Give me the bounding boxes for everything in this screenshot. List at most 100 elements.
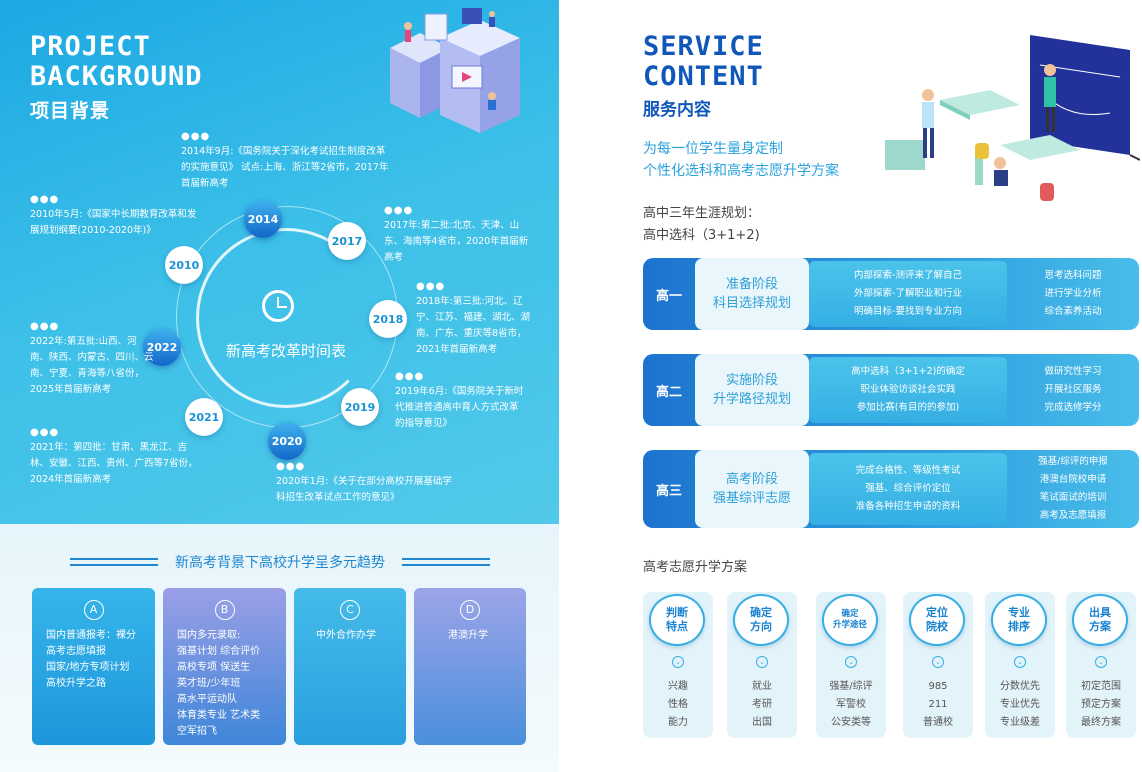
- stage-title: 高考阶段: [725, 472, 778, 487]
- task-line: 做研究性学习: [1044, 366, 1102, 377]
- step-head: 确定: [841, 609, 859, 619]
- trend-card-b: B 国内多元录取: 强基计划 综合评价 高校专项 保送生 英才班/少年班 高水平…: [163, 588, 286, 745]
- detail-line: 高中选科（3+1+2)的确定: [851, 366, 965, 377]
- year-node-2014: 2014: [244, 200, 282, 238]
- task-line: 港澳台院校申请: [1039, 474, 1107, 485]
- note-line: 2019年6月:《国务院关于新时: [395, 386, 524, 397]
- note-line: 2024年首届新高考: [30, 474, 112, 485]
- stage-detail: 高中选科（3+1+2)的确定 职业体验访谈社会实践 参加比赛(有目的的参加): [809, 357, 1007, 423]
- step-item: 985: [928, 681, 948, 692]
- volunteer-step-3: 确定升学途径 ⌄ 强基/综评军警校公安类等: [816, 592, 886, 738]
- chevron-down-icon: ⌄: [1014, 656, 1026, 668]
- stage-detail: 内部探索-测评来了解自己 外部探索-了解职业和行业 明确目标-要找到专业方向: [809, 261, 1007, 327]
- note-line: 首届新高考: [181, 178, 229, 189]
- chevron-down-icon: ⌄: [1095, 656, 1107, 668]
- step-item: 就业: [752, 681, 772, 692]
- title-decoration-right: [402, 558, 490, 566]
- step-item: 专业级差: [1000, 717, 1040, 728]
- step-item: 能力: [668, 717, 688, 728]
- grade-row-1: 高一 准备阶段 科目选择规划 内部探索-测评来了解自己 外部探索-了解职业和行业…: [643, 258, 1139, 330]
- step-item: 最终方案: [1081, 717, 1121, 728]
- project-background-panel: PROJECT BACKGROUND 项目背景 新高考改革时间表: [0, 0, 559, 524]
- step-item: 兴趣: [668, 681, 688, 692]
- step-item: 军警校: [836, 699, 866, 710]
- task-line: 完成选修学分: [1044, 402, 1102, 413]
- step-items: 分数优先专业优先专业级差: [985, 678, 1055, 732]
- slogan: 为每一位学生量身定制 个性化选科和高考志愿升学方案: [643, 138, 839, 182]
- volunteer-step-1: 判断特点 ⌄ 兴趣性格能力: [643, 592, 713, 738]
- card-line: 强基计划 综合评价: [177, 646, 261, 657]
- note-line: 2018年:第三批:河北、辽: [416, 296, 523, 307]
- step-items: 初定范围预定方案最终方案: [1066, 678, 1136, 732]
- stage-tasks: 思考选科问题 进行学业分析 综合素养活动: [1007, 258, 1139, 330]
- year-node-2021: 2021: [185, 398, 223, 436]
- step-item: 性格: [668, 699, 688, 710]
- task-line: 思考选科问题: [1044, 270, 1102, 281]
- card-line: 英才班/少年班: [177, 678, 241, 689]
- step-head: 出具: [1089, 606, 1111, 619]
- stage-box: 高考阶段 强基综评志愿: [695, 450, 809, 528]
- stage-title: 实施阶段: [725, 373, 778, 388]
- slogan-line: 为每一位学生量身定制: [643, 141, 783, 157]
- detail-line: 准备各种招生申请的资料: [855, 501, 961, 512]
- stage-detail: 完成合格性、等级性考试 强基、综合评价定位 准备各种招生申请的资料: [809, 453, 1007, 525]
- card-line: 高水平运动队: [177, 694, 237, 705]
- note-line: 2014年9月:《国务院关于深化考试招生制度改革: [181, 146, 386, 157]
- dots: ●●●: [276, 461, 306, 472]
- note-line: 2020年1月:《关于在部分高校开展基础学: [276, 476, 452, 487]
- card-line: 空军招飞: [177, 726, 217, 737]
- card-line: 国内普通报考：裸分: [46, 630, 136, 641]
- project-background-title-cn: 项目背景: [30, 100, 111, 122]
- step-item: 预定方案: [1081, 699, 1121, 710]
- trend-card-a: A 国内普通报考：裸分 高考志愿填报 国家/地方专项计划 高校升学之路: [32, 588, 155, 745]
- step-items: 强基/综评军警校公安类等: [816, 678, 886, 732]
- letter-b-badge: B: [214, 600, 235, 620]
- note-2022: ●●● 2022年:第五批:山西、河 南、陕西、内蒙古、四川、云 南、宁夏、青海…: [30, 322, 154, 398]
- timeline-center-label: 新高考改革时间表: [225, 342, 346, 360]
- step-item: 公安类等: [831, 717, 871, 728]
- step-head: 方向: [750, 620, 772, 633]
- volunteer-step-2: 确定方向 ⌄ 就业考研出国: [727, 592, 797, 738]
- service-content-title-cn: 服务内容: [643, 100, 711, 120]
- trend-title-text: 新高考背景下高校升学呈多元趋势: [175, 555, 385, 571]
- task-line: 高考及志愿填报: [1039, 510, 1107, 521]
- stage-subtitle: 科目选择规划: [712, 296, 791, 311]
- card-line: 中外合作办学: [316, 630, 376, 641]
- stage-subtitle: 升学路径规划: [712, 392, 791, 407]
- letter-d-badge: D: [460, 600, 480, 620]
- classroom-illustration: [885, 35, 1140, 201]
- grade-row-3: 高三 高考阶段 强基综评志愿 完成合格性、等级性考试 强基、综合评价定位 准备各…: [643, 450, 1139, 528]
- note-2019: ●●● 2019年6月:《国务院关于新时 代推进普通高中育人方式改革 的指导意见…: [395, 372, 523, 432]
- note-line: 南、陕西、内蒙古、四川、云: [30, 352, 154, 363]
- step-bubble: 专业排序: [991, 594, 1047, 646]
- card-line: 国家/地方专项计划: [46, 662, 130, 673]
- card-line: 港澳升学: [448, 630, 488, 641]
- dots: ●●●: [384, 205, 414, 216]
- step-head: 特点: [666, 620, 688, 633]
- alarm-clock-icon: [262, 290, 294, 322]
- year-node-2022: 2022: [143, 328, 181, 366]
- volunteer-plan-title: 高考志愿升学方案: [643, 560, 748, 575]
- step-item: 出国: [752, 717, 772, 728]
- note-line: 的指导意见》: [395, 418, 453, 429]
- note-line: 东、海南等4省市，2020年首届新: [384, 236, 529, 247]
- trend-card-c: C 中外合作办学: [294, 588, 406, 745]
- plan-line: 高中三年生涯规划：: [643, 206, 761, 221]
- dots: ●●●: [30, 321, 60, 332]
- step-bubble: 确定升学途径: [822, 594, 878, 646]
- note-line: 宁、江苏、福建、湖北、湖: [416, 312, 531, 323]
- year-node-2018: 2018: [369, 300, 407, 338]
- trend-title: 新高考背景下高校升学呈多元趋势: [70, 552, 490, 572]
- step-item: 强基/综评: [829, 681, 873, 692]
- chevron-down-icon: ⌄: [756, 656, 768, 668]
- title-en-line-2: BACKGROUND: [30, 61, 203, 92]
- task-line: 开展社区服务: [1044, 384, 1102, 395]
- step-head: 定位: [926, 606, 948, 619]
- grade-label: 高三: [655, 483, 682, 499]
- step-head: 判断: [666, 606, 688, 619]
- note-2017: ●●● 2017年:第二批:北京、天津、山 东、海南等4省市，2020年首届新 …: [384, 206, 528, 266]
- detail-line: 完成合格性、等级性考试: [855, 465, 961, 476]
- detail-line: 参加比赛(有目的的参加): [856, 402, 960, 413]
- detail-line: 内部探索-测评来了解自己: [854, 270, 962, 281]
